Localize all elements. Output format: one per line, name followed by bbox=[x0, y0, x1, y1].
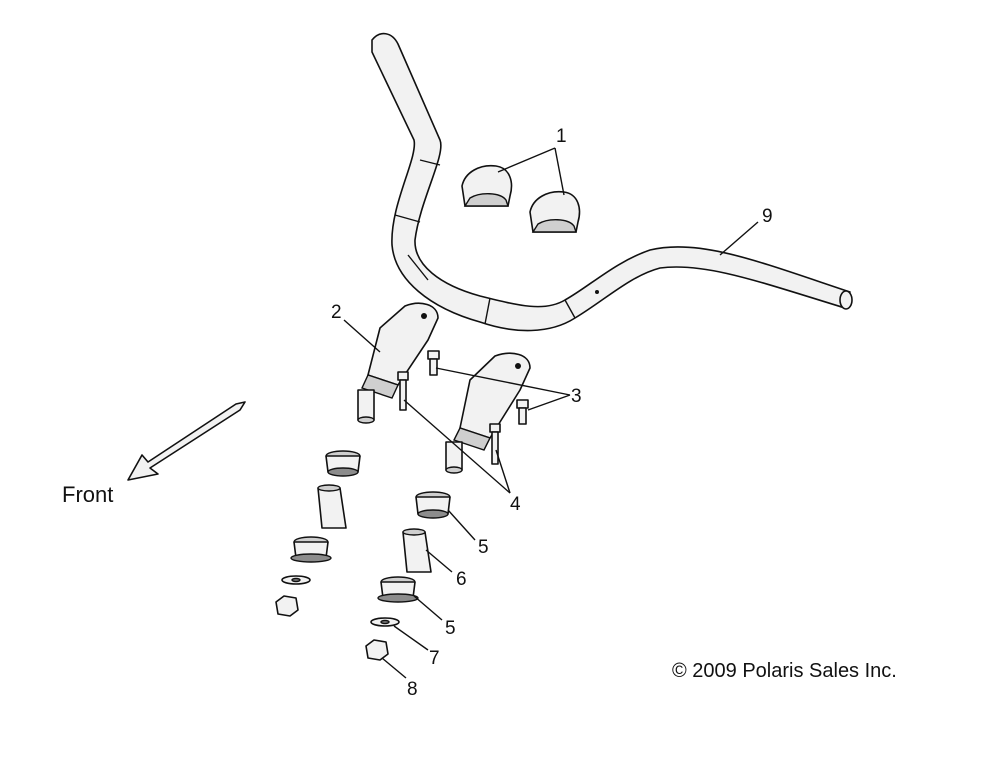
handlebar-riser-right bbox=[445, 352, 531, 474]
callout-8: 8 bbox=[407, 679, 418, 700]
nut-right bbox=[365, 639, 389, 661]
spacer-left bbox=[317, 484, 347, 529]
callout-3: 3 bbox=[571, 386, 582, 407]
top-clamp-right bbox=[529, 190, 581, 233]
washer-right bbox=[370, 617, 400, 627]
bolt-short-1 bbox=[427, 350, 440, 376]
washer-left bbox=[281, 575, 311, 585]
copyright-text: © 2009 Polaris Sales Inc. bbox=[672, 660, 897, 682]
bolt-long-1 bbox=[397, 371, 409, 411]
bushing-left-lower bbox=[290, 536, 332, 563]
callout-7: 7 bbox=[429, 648, 440, 669]
leader-lines bbox=[343, 147, 759, 679]
callout-2: 2 bbox=[331, 302, 342, 323]
bushing-right-lower bbox=[377, 576, 419, 603]
top-clamp-left bbox=[461, 164, 513, 207]
nut-left bbox=[275, 595, 299, 617]
callout-9: 9 bbox=[762, 206, 773, 227]
front-arrow bbox=[127, 401, 246, 481]
callout-5-lower: 5 bbox=[445, 618, 456, 639]
callout-6: 6 bbox=[456, 569, 467, 590]
handlebar-riser-left bbox=[357, 302, 439, 424]
bushing-right-upper bbox=[415, 491, 451, 519]
bushing-left-upper bbox=[325, 450, 361, 477]
handlebar bbox=[371, 32, 853, 332]
bolt-long-2 bbox=[489, 423, 501, 465]
bolt-short-2 bbox=[516, 399, 529, 425]
front-label: Front bbox=[62, 482, 113, 507]
callout-1: 1 bbox=[556, 126, 567, 147]
callout-4: 4 bbox=[510, 494, 521, 515]
spacer-right bbox=[402, 528, 432, 573]
callout-5-upper: 5 bbox=[478, 537, 489, 558]
